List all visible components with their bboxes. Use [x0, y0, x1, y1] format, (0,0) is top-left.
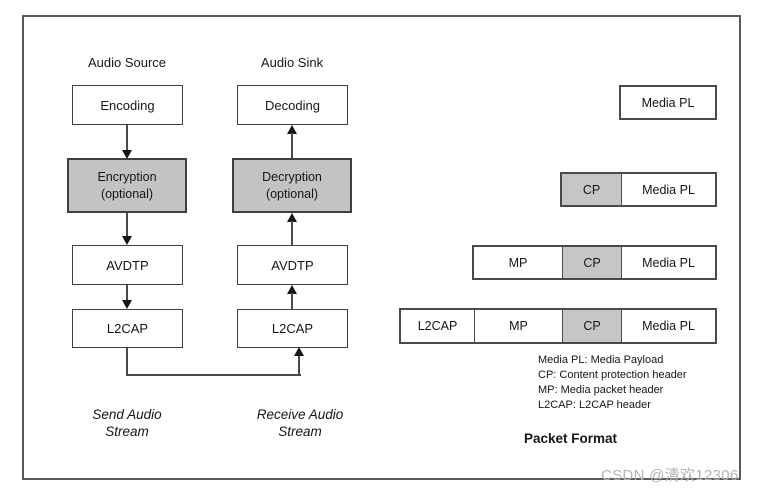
encoding-box: Encoding [72, 85, 183, 125]
arrow-up-icon [287, 125, 297, 134]
arrow-up-icon [287, 285, 297, 294]
encoding-label: Encoding [100, 97, 155, 113]
source-l2cap-box: L2CAP [72, 309, 183, 348]
packet-row-1: Media PL [619, 85, 717, 120]
encryption-label-line2: (optional) [100, 186, 154, 201]
legend-line-l2cap: L2CAP: L2CAP header [538, 399, 651, 411]
arrow-down-icon [122, 236, 132, 245]
packet-row-2: CP Media PL [560, 172, 717, 207]
source-avdtp-label: AVDTP [106, 257, 149, 273]
packet-row-3: MP CP Media PL [472, 245, 717, 280]
source-avdtp-box: AVDTP [72, 245, 183, 285]
decoding-label: Decoding [265, 97, 320, 113]
send-stream-caption-line1: Send Audio [92, 407, 162, 422]
legend-line-cp: CP: Content protection header [538, 369, 687, 381]
receive-arrow-line-1 [291, 133, 293, 159]
packet-cell-l2cap: L2CAP [401, 310, 474, 342]
send-arrow-line-1 [126, 125, 128, 151]
source-l2cap-label: L2CAP [106, 321, 149, 336]
sink-l2cap-label: L2CAP [271, 321, 314, 336]
send-arrow-line-3 [126, 285, 128, 301]
l2cap-connector-up [298, 356, 300, 375]
sink-avdtp-box: AVDTP [237, 245, 348, 285]
receive-stream-caption-line2: Stream [278, 424, 322, 439]
decryption-box: Decryption (optional) [232, 158, 352, 213]
encryption-label-line1: Encryption [97, 169, 157, 184]
arrow-up-icon [294, 347, 304, 356]
sink-l2cap-box: L2CAP [237, 309, 348, 348]
arrow-down-icon [122, 150, 132, 159]
packet-cell-media-pl: Media PL [621, 247, 715, 278]
receive-stream-caption-line1: Receive Audio [256, 407, 344, 422]
packet-cell-media-pl: Media PL [621, 174, 715, 205]
packet-cell-cp: CP [562, 310, 621, 342]
encryption-box: Encryption (optional) [67, 158, 187, 213]
packet-row-4: L2CAP MP CP Media PL [399, 308, 717, 344]
audio-source-title: Audio Source [87, 55, 167, 70]
packet-format-title: Packet Format [524, 431, 618, 446]
l2cap-connector-down [126, 348, 128, 376]
l2cap-connector-horizontal [126, 374, 301, 376]
decryption-label-line1: Decryption [262, 169, 322, 184]
receive-arrow-line-3 [291, 293, 293, 309]
receive-stream-caption: Receive Audio Stream [230, 406, 370, 440]
packet-legend: Media PL: Media Payload CP: Content prot… [538, 353, 687, 413]
legend-line-media-pl: Media PL: Media Payload [538, 354, 664, 366]
packet-cell-mp: MP [474, 247, 562, 278]
legend-line-mp: MP: Media packet header [538, 384, 664, 396]
decoding-box: Decoding [237, 85, 348, 125]
packet-cell-mp: MP [474, 310, 562, 342]
decryption-label-line2: (optional) [265, 186, 319, 201]
packet-cell-media-pl: Media PL [621, 310, 715, 342]
arrow-up-icon [287, 213, 297, 222]
audio-sink-title: Audio Sink [260, 55, 324, 70]
arrow-down-icon [122, 300, 132, 309]
packet-cell-media-pl: Media PL [621, 87, 715, 118]
packet-cell-cp: CP [562, 247, 621, 278]
send-stream-caption: Send Audio Stream [62, 406, 192, 440]
send-stream-caption-line2: Stream [105, 424, 149, 439]
receive-arrow-line-2 [291, 221, 293, 245]
csdn-watermark: CSDN @清欢12306 [601, 467, 739, 484]
packet-cell-cp: CP [562, 174, 621, 205]
send-arrow-line-2 [126, 213, 128, 237]
sink-avdtp-label: AVDTP [271, 257, 314, 273]
